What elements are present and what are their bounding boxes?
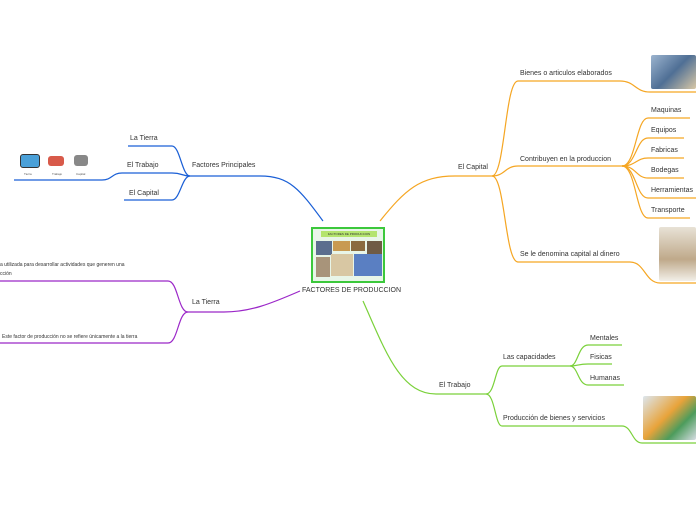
capital-item-equipos[interactable]: Equipos (651, 127, 677, 134)
tierra-desc-2[interactable]: Este factor de producción no se refiere … (2, 334, 138, 340)
capital-item-transporte[interactable]: Transporte (651, 207, 685, 214)
dinero-label[interactable]: Se le denomina capital al dinero (520, 251, 620, 258)
tierra-picture (20, 154, 40, 168)
principales-item-capital[interactable]: El Capital (129, 190, 159, 197)
capacidades-label[interactable]: Las capacidades (503, 354, 556, 361)
contribuyen-label[interactable]: Contribuyen en la produccion (520, 156, 612, 163)
capacidad-mentales[interactable]: Mentales (590, 335, 619, 342)
factores-principales-label[interactable]: Factores Principales (192, 162, 256, 169)
center-photo-6 (331, 254, 353, 276)
capital-item-maquinas[interactable]: Maquinas (651, 107, 682, 114)
el-capital-label[interactable]: El Capital (458, 164, 488, 171)
bienes-picture (651, 55, 696, 89)
center-image: FACTORES DE PRODUCCION (311, 227, 385, 283)
tierra-caption: Tierra (24, 172, 32, 176)
center-photo-1 (316, 241, 332, 255)
capital-caption: Capital (76, 172, 86, 176)
center-photo-5 (316, 257, 330, 277)
capital-item-fabricas[interactable]: Fabricas (651, 147, 678, 154)
trabajo-picture (48, 156, 64, 166)
capacidad-humanas[interactable]: Humanas (590, 375, 620, 382)
center-photo-4 (367, 241, 382, 255)
principales-links (14, 145, 324, 222)
tierra-desc-1-line-2[interactable]: cción (0, 271, 12, 277)
capital-item-herramientas[interactable]: Herramientas (651, 187, 694, 194)
dinero-picture (659, 227, 696, 281)
capital-item-bodegas[interactable]: Bodegas (651, 167, 679, 174)
principales-image: Tierra Trabajo Capital (18, 150, 98, 178)
capital-picture (74, 155, 88, 166)
la-tierra-label[interactable]: La Tierra (192, 299, 220, 306)
el-trabajo-label[interactable]: El Trabajo (439, 382, 471, 389)
trabajo-links (362, 300, 696, 444)
produccion-picture (643, 396, 696, 440)
center-photo-2 (333, 241, 350, 251)
bienes-label[interactable]: Bienes o articulos elaborados (520, 70, 612, 77)
tierra-desc-1-line-1[interactable]: a utilizada para desarrollar actividades… (0, 262, 125, 268)
tierra-links (0, 280, 301, 344)
capital-links (379, 80, 696, 284)
center-image-title: FACTORES DE PRODUCCION (321, 231, 377, 237)
center-label[interactable]: FACTORES DE PRODUCCION (302, 287, 402, 294)
produccion-label[interactable]: Producción de bienes y servicios (503, 415, 605, 422)
principales-item-trabajo[interactable]: El Trabajo (127, 162, 159, 169)
principales-item-tierra[interactable]: La Tierra (130, 135, 158, 142)
capacidad-fisicas[interactable]: Fisicas (590, 354, 612, 361)
center-photo-7 (354, 254, 382, 276)
center-photo-3 (351, 241, 365, 251)
trabajo-caption: Trabajo (52, 172, 63, 176)
